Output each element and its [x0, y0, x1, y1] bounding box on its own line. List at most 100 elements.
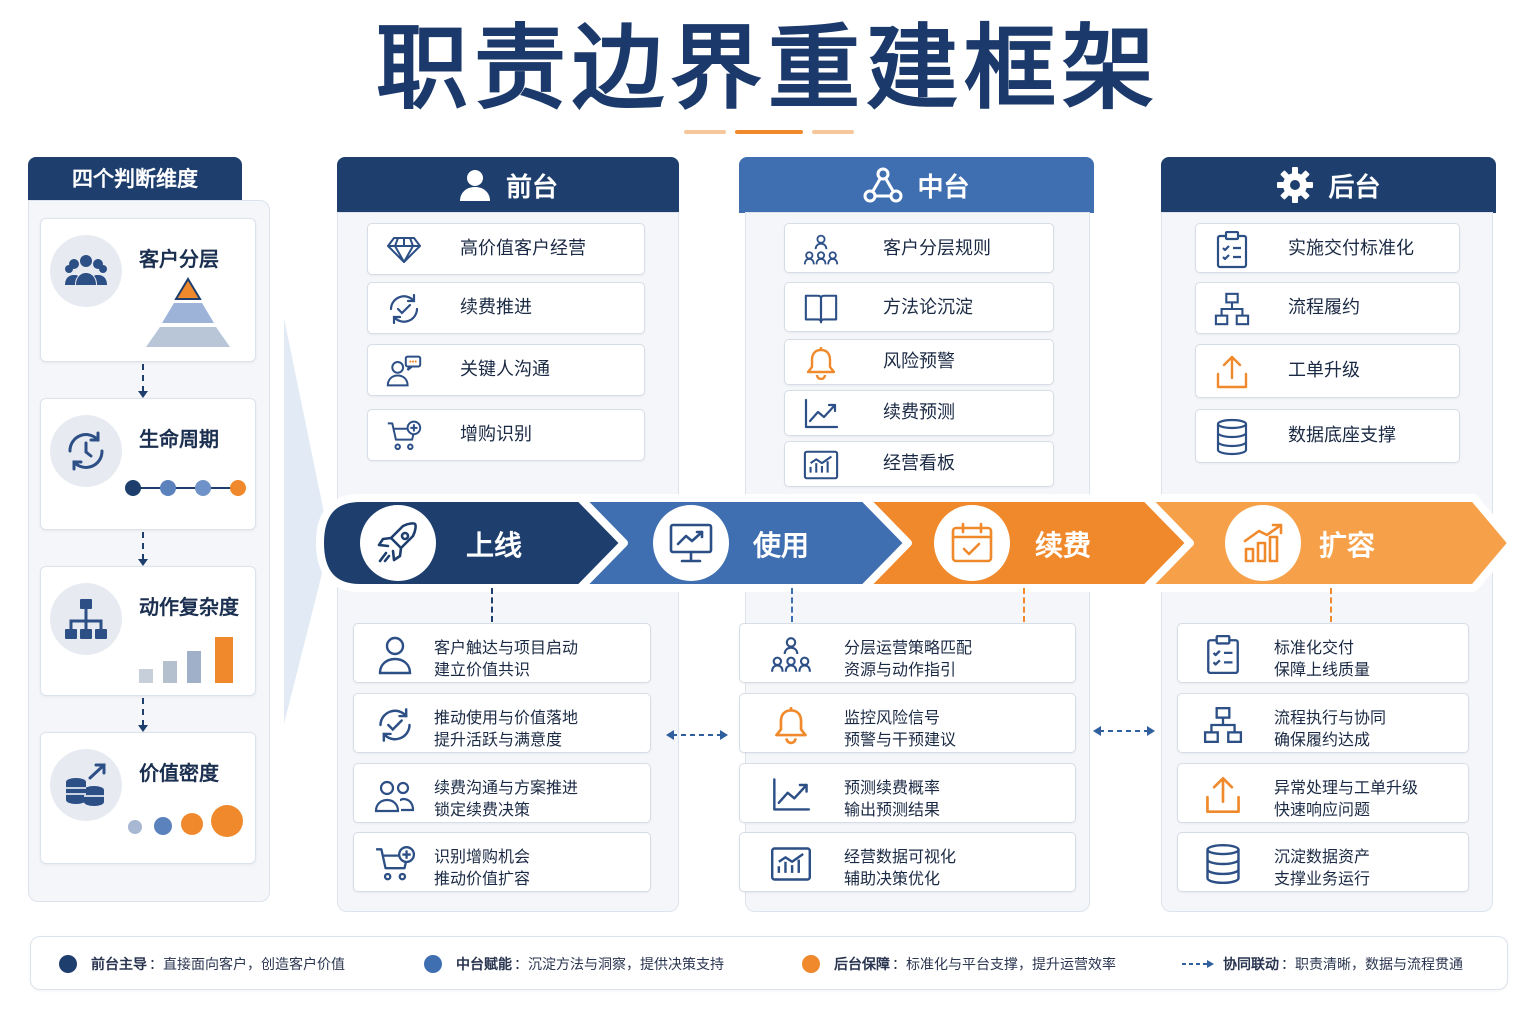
task-line-2: 提升活跃与满意度	[434, 730, 563, 749]
column-header-middle: 中台	[739, 157, 1094, 213]
middle-item: 续费预测	[784, 390, 1054, 436]
dimension-card-lifecycle: 生命周期	[40, 398, 256, 530]
stage-label-expansion: 扩容	[1319, 529, 1376, 562]
back-item: 工单升级	[1195, 344, 1460, 398]
book-icon	[803, 291, 839, 327]
user-icon	[459, 170, 490, 201]
value-density-dots-icon	[128, 805, 243, 837]
task-line-1: 标准化交付	[1274, 638, 1355, 657]
middle-item-label: 风险预警	[883, 351, 955, 372]
front-task: 推动使用与价值落地 提升活跃与满意度	[353, 693, 651, 753]
task-line-2: 快速响应问题	[1274, 800, 1371, 819]
front-item-label: 增购识别	[460, 424, 532, 445]
middle-item: 风险预警	[784, 339, 1054, 385]
middle-item-label: 续费预测	[883, 402, 955, 423]
task-line-1: 客户触达与项目启动	[434, 638, 579, 657]
title-underline-left	[684, 130, 726, 134]
task-line-2: 辅助决策优化	[844, 869, 941, 888]
people-chat-icon	[386, 353, 422, 389]
back-item: 实施交付标准化	[1195, 223, 1460, 273]
hierarchy-icon	[50, 583, 122, 655]
people-icon	[374, 774, 416, 816]
legend-item-back: 后台保障 ：标准化与平台支撑，提升运营效率	[802, 937, 1116, 991]
monitor-chart-icon	[669, 523, 713, 563]
column-header-back: 后台	[1161, 157, 1496, 213]
legend: 前台主导 ：直接面向客户，创造客户价值 中台赋能 ：沉淀方法与洞察，提供决策支持…	[30, 936, 1508, 990]
rocket-icon	[377, 522, 417, 563]
diamond-icon	[386, 232, 422, 268]
stage-connector	[1330, 588, 1332, 622]
front-item: 增购识别	[367, 409, 645, 461]
stage-label-renewal: 续费	[1035, 529, 1092, 562]
column-title: 中台	[917, 172, 970, 203]
database-icon	[1202, 843, 1244, 885]
column-title: 后台	[1328, 172, 1381, 203]
middle-task: 分层运营策略匹配 资源与动作指引	[739, 623, 1076, 683]
database-icon	[1214, 418, 1250, 456]
dimension-label: 客户分层	[139, 247, 219, 271]
column-title: 前台	[505, 172, 558, 203]
refresh-check-icon	[386, 291, 422, 327]
task-line-2: 输出预测结果	[844, 800, 941, 819]
task-line-2: 资源与动作指引	[844, 660, 957, 679]
flow-tree-icon	[1202, 704, 1244, 746]
back-item-label: 工单升级	[1288, 360, 1360, 381]
dimension-connector	[138, 698, 148, 732]
stage-connector	[491, 588, 493, 622]
back-item: 流程履约	[1195, 282, 1460, 334]
front-task: 识别增购机会 推动价值扩容	[353, 832, 651, 892]
dimension-label: 动作复杂度	[139, 595, 239, 619]
task-line-2: 确保履约达成	[1274, 730, 1371, 749]
legend-title: 中台赋能	[456, 957, 512, 973]
lifecycle-timeline-icon	[125, 480, 246, 496]
column-header-front: 前台	[337, 157, 679, 213]
dimension-connector	[138, 532, 148, 566]
stage-label-usage: 使用	[753, 529, 810, 562]
legend-dot-blue	[424, 955, 442, 973]
checklist-icon	[1214, 231, 1250, 269]
legend-text: ：职责清晰，数据与流程贯通	[1281, 957, 1463, 973]
front-item-label: 续费推进	[460, 297, 532, 318]
legend-item-front: 前台主导 ：直接面向客户，创造客户价值	[59, 937, 345, 991]
middle-task: 预测续费概率 输出预测结果	[739, 763, 1076, 823]
funnel-connector	[284, 318, 330, 724]
front-task: 续费沟通与方案推进 锁定续费决策	[353, 763, 651, 823]
task-line-1: 识别增购机会	[434, 847, 531, 866]
middle-item: 经营看板	[784, 441, 1054, 487]
calendar-check-icon	[951, 522, 993, 563]
stage-onboard	[360, 505, 436, 581]
middle-item: 客户分层规则	[784, 223, 1054, 273]
customer-group-icon	[50, 235, 122, 307]
page-title: 职责边界重建框架	[375, 15, 1160, 122]
task-line-2: 支撑业务运行	[1274, 869, 1371, 888]
title-underline-right	[812, 130, 854, 134]
legend-dot-navy	[59, 955, 77, 973]
dimension-card-value-density: 价值密度	[40, 732, 256, 864]
task-line-2: 预警与干预建议	[844, 730, 957, 749]
cart-plus-icon	[374, 843, 416, 885]
front-task: 客户触达与项目启动 建立价值共识	[353, 623, 651, 683]
upload-icon	[1214, 354, 1250, 390]
back-task: 异常处理与工单升级 快速响应问题	[1177, 763, 1469, 823]
middle-task: 经营数据可视化 辅助决策优化	[739, 832, 1076, 892]
task-line-2: 推动价值扩容	[434, 869, 531, 888]
pyramid-icon	[146, 277, 230, 347]
dashboard-icon	[803, 447, 839, 483]
stage-renewal	[934, 505, 1010, 581]
trend-line-icon	[803, 396, 839, 432]
back-task: 流程执行与协同 确保履约达成	[1177, 693, 1469, 753]
title-underline-center	[735, 130, 803, 134]
collaboration-link-left	[666, 730, 728, 740]
dashboard-icon	[770, 843, 812, 885]
legend-text: ：沉淀方法与洞察，提供决策支持	[514, 957, 724, 973]
front-item: 关键人沟通	[367, 344, 645, 396]
dashed-arrow-icon	[1182, 960, 1214, 968]
stage-connector	[791, 588, 793, 622]
task-line-1: 流程执行与协同	[1274, 708, 1387, 727]
task-line-1: 预测续费概率	[844, 778, 941, 797]
legend-item-middle: 中台赋能 ：沉淀方法与洞察，提供决策支持	[424, 937, 724, 991]
task-line-2: 建立价值共识	[434, 660, 531, 679]
back-task: 沉淀数据资产 支撑业务运行	[1177, 832, 1469, 892]
stage-expansion	[1225, 505, 1301, 581]
